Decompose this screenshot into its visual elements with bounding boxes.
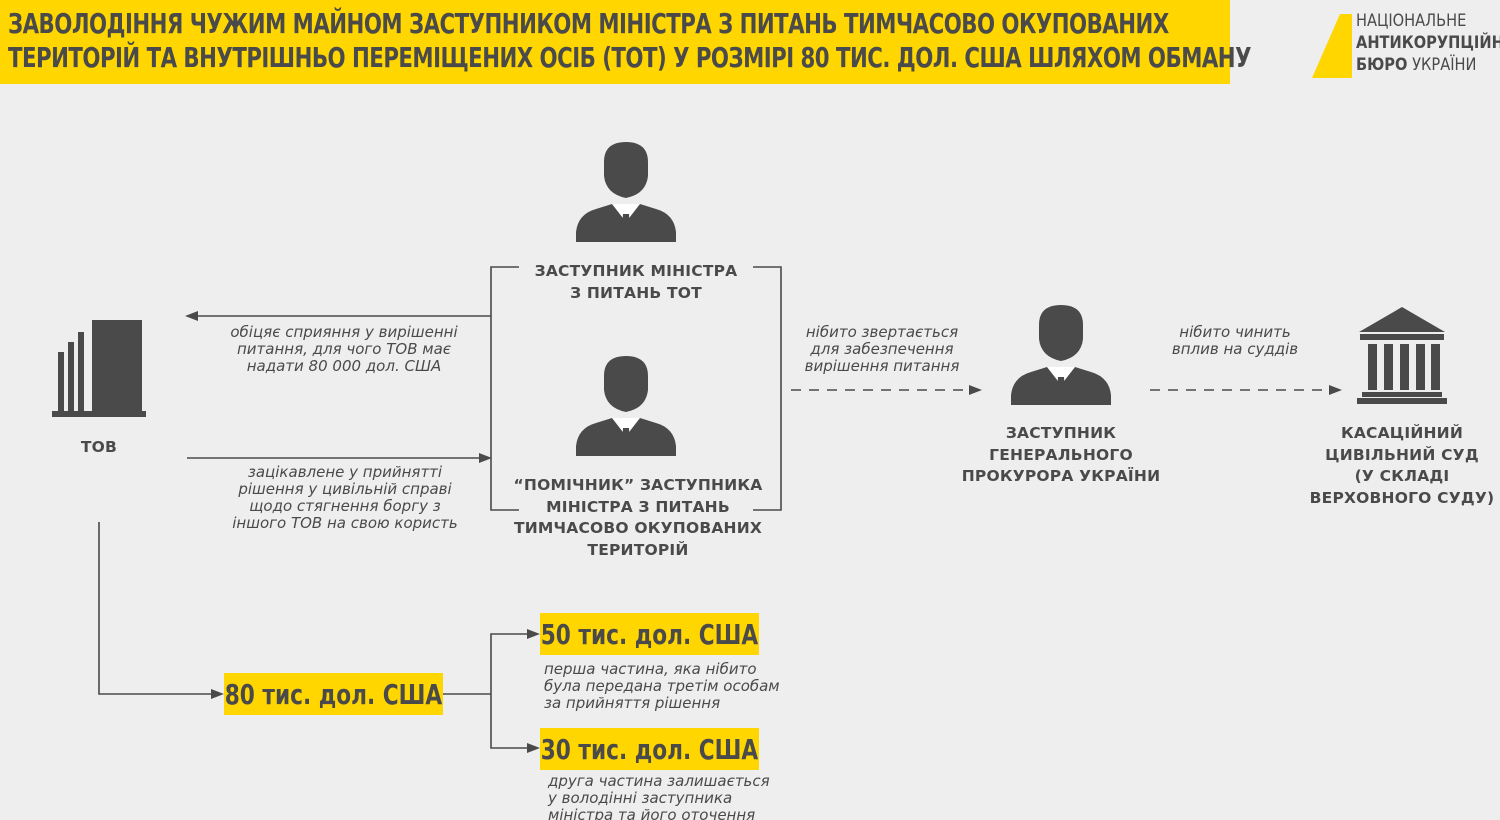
nabu-logo-mark-icon [1312, 14, 1352, 78]
money-part2-text: 30 тис. дол. США [540, 732, 759, 766]
interest-note-line-2: рішення у цивільній справі [238, 480, 452, 498]
first-part-note: перша частина, яка нібито була передана … [544, 661, 794, 712]
money-total-badge: 80 тис. дол. США [224, 673, 443, 715]
first-part-note-line-1: перша частина, яка нібито [544, 660, 757, 678]
logo-line-3-rest: УКРАЇНИ [1407, 55, 1477, 75]
deputy-minister-label: ЗАСТУПНИК МІНІСТРА З ПИТАНЬ ТОТ [526, 261, 746, 304]
interest-note: зацікавлене у прийнятті рішення у цивіль… [196, 464, 494, 532]
assistant-label-line-3: ТИМЧАСОВО ОКУПОВАНИХ [513, 519, 763, 537]
prosecutor-label: ЗАСТУПНИК ГЕНЕРАЛЬНОГО ПРОКУРОРА УКРАЇНИ [955, 423, 1167, 488]
money-part1-badge: 50 тис. дол. США [540, 613, 759, 655]
page-title-line-1: ЗАВОЛОДІННЯ ЧУЖИМ МАЙНОМ ЗАСТУПНИКОМ МІН… [8, 8, 1169, 40]
logo-text: НАЦІОНАЛЬНЕ АНТИКОРУПЦІЙНЕ БЮРО УКРАЇНИ [1356, 10, 1500, 76]
court-label-line-4: ВЕРХОВНОГО СУДУ) [1309, 488, 1495, 507]
second-part-note-line-1: друга частина залишається [548, 772, 770, 790]
promise-note-line-2: питання, для чого ТОВ має [236, 340, 452, 358]
assistant-label-line-2: МІНІСТРА З ПИТАНЬ [546, 497, 730, 516]
logo-line-2: АНТИКОРУПЦІЙНЕ [1356, 33, 1500, 53]
title-band: ЗАВОЛОДІННЯ ЧУЖИМ МАЙНОМ ЗАСТУПНИКОМ МІН… [0, 0, 1252, 84]
arrow-appeal [791, 385, 982, 395]
court-building-icon [1357, 307, 1447, 404]
money-part1-text: 50 тис. дол. США [540, 617, 759, 651]
arrow-interest [187, 453, 492, 463]
company-label-text: ТОВ [80, 438, 118, 456]
page-title-line-2: ТЕРИТОРІЙ ТА ВНУТРІШНЬО ПЕРЕМІЩЕНИХ ОСІБ… [8, 42, 1252, 74]
second-part-note-line-2: у володінні заступника [548, 789, 733, 807]
prosecutor-label-line-2: ГЕНЕРАЛЬНОГО [989, 445, 1133, 464]
second-part-note-line-3: міністра та його оточення [548, 806, 756, 820]
assistant-label: “ПОМІЧНИК” ЗАСТУПНИКА МІНІСТРА З ПИТАНЬ … [506, 475, 770, 561]
deputy-minister-label-line-1: ЗАСТУПНИК МІНІСТРА [534, 262, 738, 280]
appeal-note: нібито звертається для забезпечення вирі… [784, 324, 980, 375]
arrow-payment [98, 522, 224, 699]
logo-line-3-bold: БЮРО [1356, 55, 1408, 75]
promise-note: обіцяє сприяння у вирішенні питання, для… [198, 324, 490, 375]
court-label-line-1: КАСАЦІЙНИЙ [1340, 424, 1464, 442]
court-label-line-2: ЦИВІЛЬНИЙ СУД [1325, 445, 1479, 464]
prosecutor-label-line-1: ЗАСТУПНИК [1005, 424, 1117, 442]
second-part-note: друга частина залишається у володінні за… [548, 773, 798, 820]
first-part-note-line-2: була передана третім особам [544, 677, 780, 695]
arrow-split [443, 629, 540, 753]
interest-note-line-3: щодо стягнення боргу з [249, 497, 441, 515]
prosecutor-label-line-3: ПРОКУРОРА УКРАЇНИ [961, 467, 1161, 485]
ministry-bracket [490, 266, 782, 511]
money-part2-badge: 30 тис. дол. США [540, 728, 759, 770]
nabu-logo: НАЦІОНАЛЬНЕ АНТИКОРУПЦІЙНЕ БЮРО УКРАЇНИ [1312, 8, 1500, 80]
logo-line-1: НАЦІОНАЛЬНЕ [1356, 11, 1467, 31]
deputy-minister-label-line-2: З ПИТАНЬ ТОТ [570, 283, 702, 302]
arrow-promise [185, 311, 491, 321]
appeal-note-line-1: нібито звертається [805, 323, 959, 341]
company-building-icon [52, 320, 146, 417]
promise-note-line-3: надати 80 000 дол. США [246, 357, 442, 375]
influence-note-line-1: нібито чинить [1179, 323, 1291, 341]
appeal-note-line-2: для забезпечення [810, 340, 954, 358]
court-label-line-3: (У СКЛАДІ [1354, 467, 1450, 485]
first-part-note-line-3: за прийняття рішення [544, 694, 721, 712]
interest-note-line-1: зацікавлене у прийнятті [247, 463, 443, 481]
promise-note-line-1: обіцяє сприяння у вирішенні [230, 323, 458, 341]
arrow-influence [1150, 385, 1342, 395]
money-total-text: 80 тис. дол. США [224, 677, 443, 711]
prosecutor-person-icon [1011, 305, 1111, 405]
deputy-minister-person-icon [576, 142, 676, 242]
assistant-label-line-1: “ПОМІЧНИК” ЗАСТУПНИКА [513, 476, 763, 494]
interest-note-line-4: іншого ТОВ на свою користь [232, 514, 458, 532]
appeal-note-line-3: вирішення питання [804, 357, 960, 375]
assistant-person-icon [576, 356, 676, 456]
influence-note: нібито чинить вплив на суддів [1150, 324, 1320, 358]
assistant-label-line-4: ТЕРИТОРІЙ [587, 540, 689, 559]
company-label: ТОВ [50, 437, 148, 459]
influence-note-line-2: вплив на суддів [1171, 340, 1299, 358]
court-label: КАСАЦІЙНИЙ ЦИВІЛЬНИЙ СУД (У СКЛАДІ ВЕРХО… [1307, 423, 1497, 509]
